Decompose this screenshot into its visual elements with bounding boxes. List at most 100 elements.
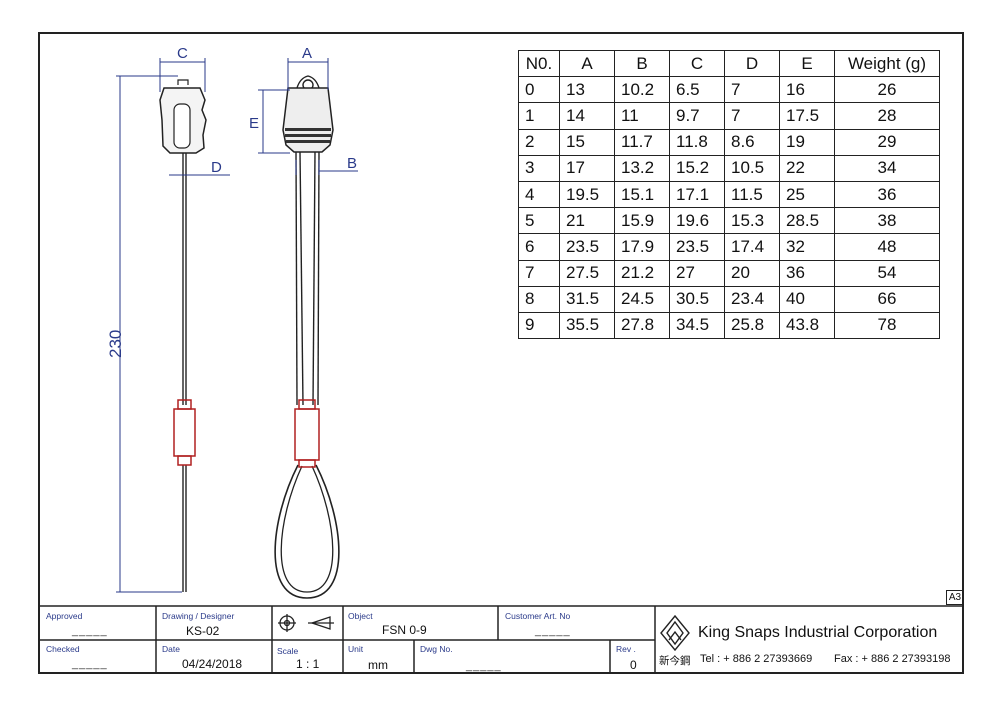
- table-row: 6 23.5 17.9 23.5 17.4 32 48: [518, 233, 940, 261]
- cell-e: 17.5: [779, 102, 835, 130]
- header-d: D: [724, 49, 780, 78]
- cell-a: 31.5: [559, 285, 615, 313]
- dim-label-b: B: [347, 155, 357, 172]
- cell-a: 17: [559, 154, 615, 182]
- checked-value: _____: [72, 658, 108, 670]
- cell-b: 11.7: [614, 128, 670, 156]
- customer-art-value: _____: [535, 625, 571, 637]
- dim-label-length: 230: [106, 330, 125, 358]
- table-row: 3 17 13.2 15.2 10.5 22 34: [518, 154, 940, 182]
- cell-no: 0: [518, 76, 560, 104]
- cell-d: 10.5: [724, 154, 780, 182]
- table-row: 9 35.5 27.8 34.5 25.8 43.8 78: [518, 311, 940, 340]
- cell-c: 34.5: [669, 311, 725, 340]
- cell-a: 27.5: [559, 259, 615, 287]
- cell-e: 22: [779, 154, 835, 182]
- cell-b: 15.1: [614, 180, 670, 209]
- cell-e: 19: [779, 128, 835, 156]
- cell-e: 32: [779, 233, 835, 261]
- cell-d: 7: [724, 102, 780, 130]
- side-view-slot: [173, 103, 191, 149]
- table-row: 1 14 11 9.7 7 17.5 28: [518, 102, 940, 130]
- cell-b: 13.2: [614, 154, 670, 182]
- cable-loop: [274, 464, 340, 599]
- header-a: A: [559, 49, 615, 78]
- cell-c: 17.1: [669, 180, 725, 209]
- cell-c: 11.8: [669, 128, 725, 156]
- cell-weight: 38: [834, 207, 940, 235]
- designer-value: KS-02: [186, 624, 220, 638]
- cell-b: 21.2: [614, 259, 670, 287]
- dwg-no-value: _____: [466, 660, 502, 672]
- table-row: 2 15 11.7 11.8 8.6 19 29: [518, 128, 940, 156]
- sheet-size-badge: A3: [946, 590, 964, 605]
- cell-no: 8: [518, 285, 560, 313]
- cell-d: 7: [724, 76, 780, 104]
- cell-no: 6: [518, 233, 560, 261]
- cell-weight: 78: [834, 311, 940, 340]
- cell-c: 15.2: [669, 154, 725, 182]
- dwg-no-label: Dwg No.: [420, 644, 453, 654]
- header-no: N0.: [518, 49, 560, 78]
- cell-no: 2: [518, 128, 560, 156]
- cell-a: 14: [559, 102, 615, 130]
- cell-weight: 54: [834, 259, 940, 287]
- company-tel: Tel : + 886 2 27393669: [700, 653, 813, 665]
- dim-label-c: C: [177, 45, 188, 62]
- designer-label: Drawing / Designer: [162, 611, 235, 621]
- object-label: Object: [348, 611, 373, 621]
- table-row: 8 31.5 24.5 30.5 23.4 40 66: [518, 285, 940, 313]
- front-view: [274, 75, 340, 599]
- cell-a: 15: [559, 128, 615, 156]
- cell-c: 9.7: [669, 102, 725, 130]
- cell-weight: 36: [834, 180, 940, 209]
- cell-b: 11: [614, 102, 670, 130]
- projection-symbol-icon: [278, 614, 334, 632]
- dimension-lines: [116, 58, 358, 593]
- rev-label: Rev .: [616, 644, 636, 654]
- cell-e: 28.5: [779, 207, 835, 235]
- cell-e: 16: [779, 76, 835, 104]
- cell-weight: 28: [834, 102, 940, 130]
- cell-b: 24.5: [614, 285, 670, 313]
- cell-a: 35.5: [559, 311, 615, 340]
- table-row: 4 19.5 15.1 17.1 11.5 25 36: [518, 180, 940, 209]
- cell-no: 9: [518, 311, 560, 340]
- unit-label: Unit: [348, 644, 364, 654]
- company-fax: Fax : + 886 2 27393198: [834, 653, 951, 665]
- cell-a: 23.5: [559, 233, 615, 261]
- cell-d: 15.3: [724, 207, 780, 235]
- cell-weight: 66: [834, 285, 940, 313]
- cell-c: 27: [669, 259, 725, 287]
- cell-b: 27.8: [614, 311, 670, 340]
- cell-c: 6.5: [669, 76, 725, 104]
- cell-e: 25: [779, 180, 835, 209]
- unit-value: mm: [368, 658, 388, 672]
- cell-b: 17.9: [614, 233, 670, 261]
- spec-table: N0. A B C D E Weight (g) 0 13 10.2 6.5 7…: [518, 49, 940, 340]
- cell-d: 20: [724, 259, 780, 287]
- cell-d: 23.4: [724, 285, 780, 313]
- scale-label: Scale: [277, 646, 299, 656]
- table-row: 0 13 10.2 6.5 7 16 26: [518, 76, 940, 104]
- dim-label-e: E: [249, 115, 259, 132]
- approved-label: Approved: [46, 611, 83, 621]
- cell-d: 17.4: [724, 233, 780, 261]
- date-label: Date: [162, 644, 180, 654]
- cell-d: 25.8: [724, 311, 780, 340]
- header-weight: Weight (g): [834, 49, 940, 78]
- header-e: E: [779, 49, 835, 78]
- company-chinese-name: 新今鋼: [659, 655, 691, 667]
- cell-no: 4: [518, 180, 560, 209]
- table-row: 7 27.5 21.2 27 20 36 54: [518, 259, 940, 287]
- dim-label-d: D: [211, 159, 222, 176]
- rev-value: 0: [630, 658, 637, 672]
- cell-e: 36: [779, 259, 835, 287]
- side-view-sleeve: [173, 399, 196, 466]
- cell-a: 13: [559, 76, 615, 104]
- header-b: B: [614, 49, 670, 78]
- cell-b: 15.9: [614, 207, 670, 235]
- customer-art-label: Customer Art. No: [505, 611, 571, 621]
- drawing-sheet: [38, 32, 964, 674]
- table-row: 5 21 15.9 19.6 15.3 28.5 38: [518, 207, 940, 235]
